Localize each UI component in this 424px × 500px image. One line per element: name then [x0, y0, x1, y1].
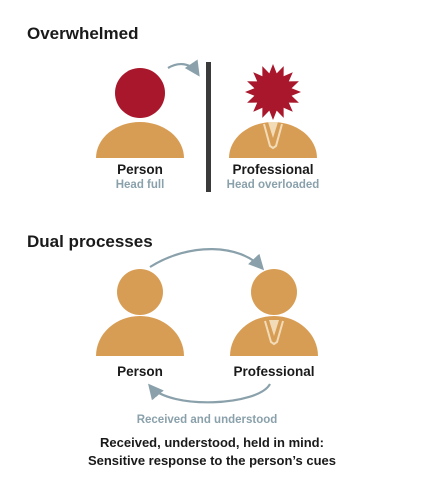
tie — [268, 122, 278, 138]
section-title-dual-processes: Dual processes — [27, 232, 153, 251]
professional-head-overloaded — [245, 64, 301, 120]
professional-label: Professional — [232, 162, 314, 177]
section-title-overwhelmed: Overwhelmed — [27, 24, 139, 43]
footer-line-1: Received, understood, held in mind: — [100, 435, 324, 450]
tie — [269, 320, 279, 336]
person-head — [117, 269, 163, 315]
person-label: Person — [117, 364, 163, 379]
collar — [263, 123, 283, 150]
transfer-arrow — [167, 59, 200, 77]
return-arrow — [148, 383, 271, 404]
professional-body — [229, 122, 317, 158]
divider-line — [206, 62, 211, 192]
person-body — [96, 122, 184, 158]
professional-sublabel: Head overloaded — [226, 179, 320, 191]
professional-head — [251, 269, 297, 315]
professional-figure-overwhelmed — [229, 64, 317, 158]
person-figure-dual — [96, 269, 184, 356]
person-label: Person — [117, 162, 163, 177]
return-caption: Received and understood — [136, 414, 278, 426]
collar — [264, 320, 284, 346]
professional-label: Professional — [233, 364, 315, 379]
outgoing-arrow — [149, 248, 265, 271]
person-figure-overwhelmed — [96, 68, 184, 158]
person-sublabel: Head full — [115, 179, 165, 191]
footer-text: Received, understood, held in mind: Sens… — [0, 434, 424, 470]
person-head-full — [115, 68, 165, 118]
person-body — [96, 316, 184, 356]
professional-figure-dual — [230, 269, 318, 356]
footer-line-2: Sensitive response to the person’s cues — [87, 453, 337, 468]
